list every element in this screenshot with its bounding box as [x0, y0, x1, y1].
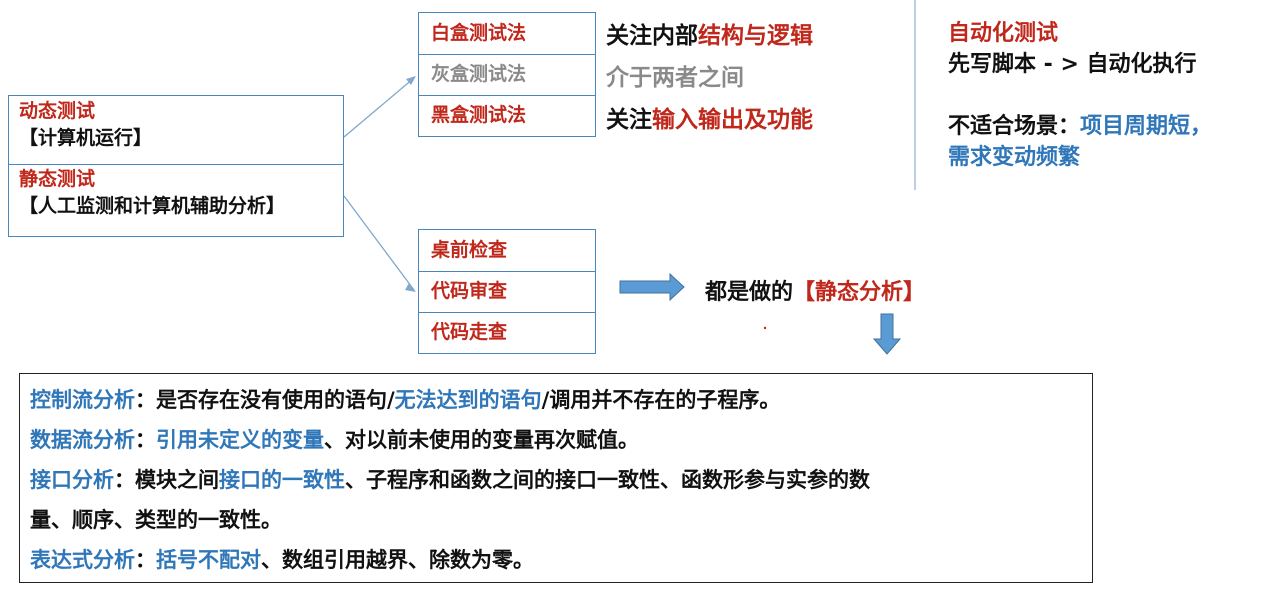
data-flow-sep: ： — [135, 428, 156, 452]
expression-sep: ： — [135, 548, 156, 572]
unsuitable-value-1: 项目周期短， — [1080, 114, 1213, 139]
stray-dot — [763, 326, 767, 330]
analysis-interface: 接口分析：模块之间接口的一致性、子程序和函数之间的接口一致性、函数形参与实参的数 — [30, 460, 1082, 500]
interface-text-c: 、子程序和函数之间的接口一致性、函数形参与实参的数 — [345, 468, 870, 492]
interface-text-a: 模块之间 — [135, 468, 219, 492]
data-flow-text-b: 、对以前未使用的变量再次赋值。 — [324, 428, 639, 452]
interface-sep: ： — [114, 468, 135, 492]
static-test-desc: 【人工监测和计算机辅助分析】 — [19, 195, 286, 217]
analysis-box: 控制流分析：是否存在没有使用的语句/无法达到的语句/调用并不存在的子程序。 数据… — [19, 373, 1093, 583]
method-black-desc-accent: 输入输出及功能 — [652, 107, 813, 133]
static-note-plain: 都是做的 — [705, 280, 794, 305]
analysis-interface-cont: 量、顺序、类型的一致性。 — [30, 508, 282, 532]
automation-section: 自动化测试 先写脚本 - > 自动化执行 不适合场景：项目周期短， 需求变动频繁 — [948, 18, 1268, 173]
method-gray-desc-plain: 介于两者之间 — [606, 65, 744, 91]
interface-label: 接口分析 — [30, 468, 114, 492]
connector-arrowhead-reviews — [405, 283, 416, 292]
automation-unsuitable: 不适合场景：项目周期短， — [948, 111, 1268, 142]
dynamic-test-title: 动态测试 — [19, 100, 96, 122]
method-gray-desc: 介于两者之间 — [606, 58, 744, 92]
data-flow-label: 数据流分析 — [30, 428, 135, 452]
control-flow-text-a: 是否存在没有使用的语句/ — [156, 388, 395, 412]
analysis-data-flow: 数据流分析：引用未定义的变量、对以前未使用的变量再次赋值。 — [30, 420, 1082, 460]
test-method-box: 白盒测试法 灰盒测试法 黑盒测试法 — [418, 12, 596, 137]
static-test-cell: 静态测试 【人工监测和计算机辅助分析】 — [9, 166, 343, 220]
automation-title: 自动化测试 — [948, 21, 1059, 46]
automation-line: 先写脚本 - > 自动化执行 — [948, 52, 1197, 77]
method-white-desc-plain: 关注内部 — [606, 23, 698, 49]
unsuitable-label: 不适合场景： — [948, 114, 1081, 139]
control-flow-text-b: 无法达到的语句 — [394, 388, 542, 412]
expression-text-b: 、数组引用越界、除数为零。 — [261, 548, 534, 572]
review-code-inspection: 代码审查 — [419, 271, 595, 313]
method-gray-box: 灰盒测试法 — [419, 54, 595, 96]
expression-label: 表达式分析 — [30, 548, 135, 572]
down-arrow-icon — [872, 313, 902, 355]
control-flow-text-c: /调用并不存在的子程序。 — [541, 388, 781, 412]
connector-arrowhead-methods — [406, 76, 416, 85]
control-flow-sep: ： — [135, 388, 156, 412]
connector-to-reviews — [343, 195, 415, 291]
method-black-desc-plain: 关注 — [606, 107, 652, 133]
analysis-expression: 表达式分析：括号不配对、数组引用越界、除数为零。 — [30, 540, 1082, 580]
connector-to-methods — [343, 77, 415, 138]
control-flow-label: 控制流分析 — [30, 388, 135, 412]
right-arrow-icon — [619, 272, 685, 302]
method-white-desc: 关注内部结构与逻辑 — [606, 16, 813, 50]
data-flow-text-a: 引用未定义的变量 — [156, 428, 324, 452]
static-note-accent: 【静态分析】 — [793, 280, 926, 305]
test-type-box: 动态测试 【计算机运行】 静态测试 【人工监测和计算机辅助分析】 — [8, 95, 344, 237]
dynamic-test-desc: 【计算机运行】 — [19, 127, 153, 149]
method-white-desc-accent: 结构与逻辑 — [698, 23, 813, 49]
static-test-title: 静态测试 — [19, 168, 96, 190]
review-method-box: 桌前检查 代码审查 代码走查 — [418, 229, 596, 354]
review-desk-check: 桌前检查 — [419, 230, 595, 272]
dynamic-test-cell: 动态测试 【计算机运行】 — [9, 98, 343, 165]
analysis-control-flow: 控制流分析：是否存在没有使用的语句/无法达到的语句/调用并不存在的子程序。 — [30, 380, 1082, 420]
method-black-desc: 关注输入输出及功能 — [606, 100, 813, 134]
expression-text-a: 括号不配对 — [156, 548, 261, 572]
static-analysis-note: 都是做的【静态分析】 — [705, 274, 925, 306]
interface-text-b: 接口的一致性 — [219, 468, 345, 492]
review-code-walkthrough: 代码走查 — [431, 321, 508, 343]
method-white-box: 白盒测试法 — [419, 13, 595, 55]
unsuitable-value-2: 需求变动频繁 — [948, 145, 1081, 170]
vertical-divider — [914, 0, 916, 190]
method-black-box: 黑盒测试法 — [431, 104, 527, 126]
